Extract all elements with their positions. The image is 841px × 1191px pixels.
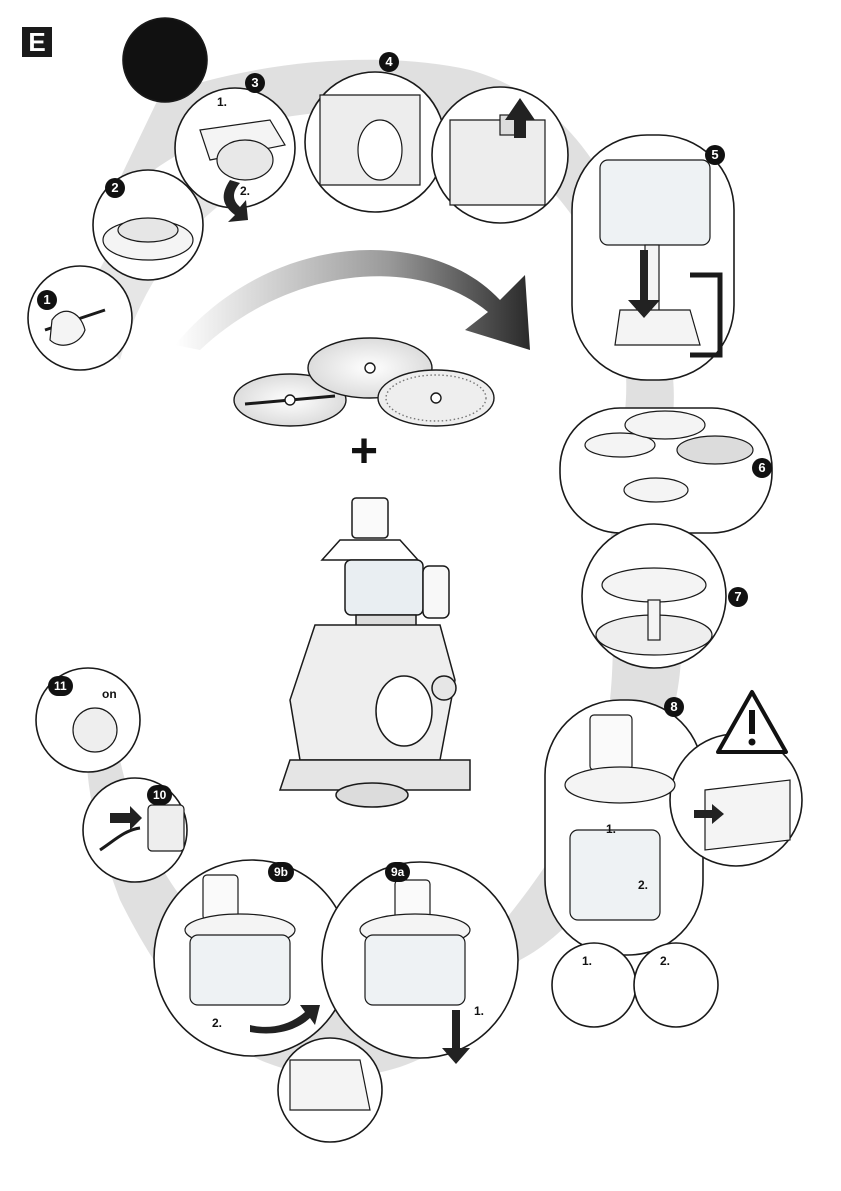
step-3-sublabel-second: 2.: [240, 184, 250, 198]
switch-on-label: on: [102, 687, 117, 701]
step-badge-7: 7: [728, 587, 748, 607]
section-letter: E: [22, 27, 52, 57]
step-badge-2: 2: [105, 178, 125, 198]
step-8-position-2-label: 2.: [660, 954, 670, 968]
step-badge-6: 6: [752, 458, 772, 478]
sweep-arrow: [175, 250, 530, 350]
frame-step-8-pos-2: [634, 943, 718, 1027]
step-8-sublabel-second: 2.: [638, 878, 648, 892]
step-badge-10: 10: [147, 785, 172, 805]
step-9a-sublabel-first: 1.: [474, 1004, 484, 1018]
frame-step-3-inset: [123, 18, 207, 102]
frame-step-8-pos-1: [552, 943, 636, 1027]
step-badge-1: 1: [37, 290, 57, 310]
step-9b-sublabel-second: 2.: [212, 1016, 222, 1030]
step-badge-9a: 9a: [385, 862, 410, 882]
socket-icon: [148, 805, 184, 851]
step-badge-3: 3: [245, 73, 265, 93]
step-badge-9b: 9b: [268, 862, 294, 882]
step-3-sublabel-first: 1.: [217, 95, 227, 109]
step-badge-11: 11: [48, 676, 73, 696]
step-8-position-1-label: 1.: [582, 954, 592, 968]
plus-sign: +: [350, 428, 378, 476]
step-badge-8: 8: [664, 697, 684, 717]
step-badge-5: 5: [705, 145, 725, 165]
warning-icon: [718, 692, 786, 752]
food-processor-appliance: [280, 498, 470, 807]
step-badge-4: 4: [379, 52, 399, 72]
discs-set: [234, 338, 494, 426]
step-8-sublabel-first: 1.: [606, 822, 616, 836]
